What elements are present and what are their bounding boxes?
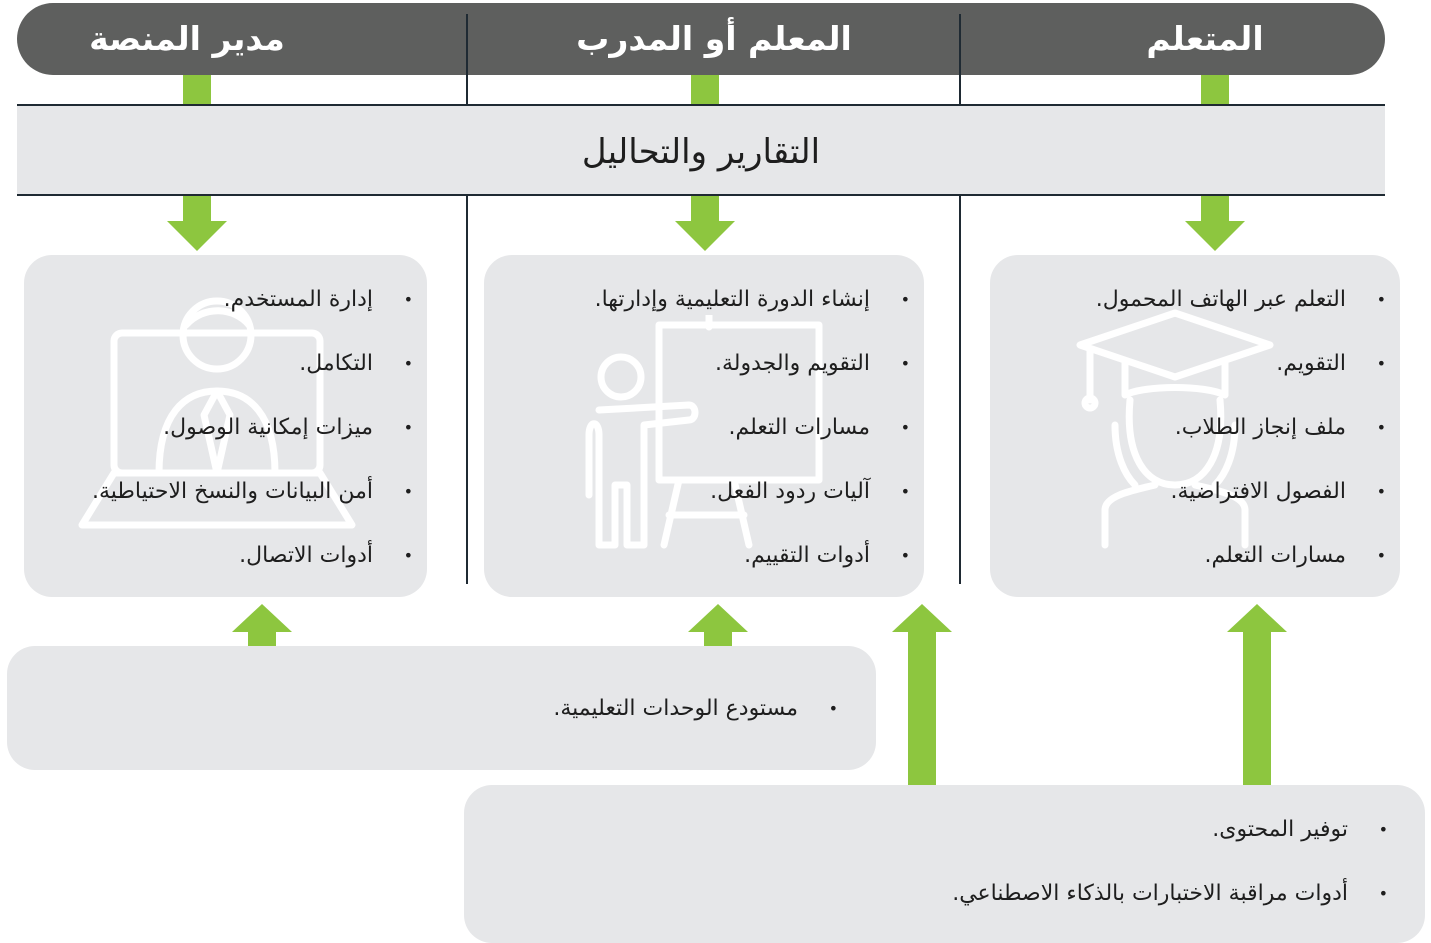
arrow-down-admin-shaft	[183, 196, 211, 222]
list-item: مسارات التعلم.	[500, 413, 912, 477]
teacher-feature-list: إنشاء الدورة التعليمية وإدارتها. التقويم…	[500, 285, 912, 605]
arrow-down-teacher	[675, 221, 735, 251]
reports-band	[17, 104, 1385, 196]
arrow-up-content-learner-shaft	[1243, 631, 1271, 790]
arrow-down-learner-shaft	[1201, 196, 1229, 222]
arrow-up-content-teacher-shaft	[908, 631, 936, 790]
list-item: ميزات إمكانية الوصول.	[60, 413, 415, 477]
reports-title: التقارير والتحاليل	[581, 132, 821, 172]
arrow-up-teacher	[688, 604, 748, 632]
arrow-down-teacher-shaft	[691, 196, 719, 222]
admin-feature-list: إدارة المستخدم. التكامل. ميزات إمكانية ا…	[60, 285, 415, 605]
list-item: آليات ردود الفعل.	[500, 477, 912, 541]
arrow-up-content-learner	[1227, 604, 1287, 632]
arrow-up-content-teacher	[892, 604, 952, 632]
divider-line	[959, 14, 961, 106]
repository-feature-list: مستودع الوحدات التعليمية.	[420, 694, 840, 758]
list-item: أدوات مراقبة الاختبارات بالذكاء الاصطناع…	[820, 879, 1390, 943]
arrow-down-learner	[1185, 221, 1245, 251]
divider-line	[466, 196, 468, 584]
content-feature-list: توفير المحتوى. أدوات مراقبة الاختبارات ب…	[820, 815, 1390, 943]
list-item: إدارة المستخدم.	[60, 285, 415, 349]
list-item: مستودع الوحدات التعليمية.	[420, 694, 840, 758]
list-item: التقويم.	[1000, 349, 1388, 413]
role-title-admin: مدير المنصة	[89, 19, 285, 58]
connector-admin	[183, 75, 211, 104]
list-item: توفير المحتوى.	[820, 815, 1390, 879]
list-item: التقويم والجدولة.	[500, 349, 912, 413]
list-item: الفصول الافتراضية.	[1000, 477, 1388, 541]
connector-learner	[1201, 75, 1229, 104]
list-item: ملف إنجاز الطلاب.	[1000, 413, 1388, 477]
list-item: التعلم عبر الهاتف المحمول.	[1000, 285, 1388, 349]
list-item: أمن البيانات والنسخ الاحتياطية.	[60, 477, 415, 541]
divider-line	[466, 14, 468, 106]
list-item: أدوات الاتصال.	[60, 541, 415, 605]
divider-line	[959, 196, 961, 584]
list-item: إنشاء الدورة التعليمية وإدارتها.	[500, 285, 912, 349]
list-item: أدوات التقييم.	[500, 541, 912, 605]
learner-feature-list: التعلم عبر الهاتف المحمول. التقويم. ملف …	[1000, 285, 1388, 605]
list-item: التكامل.	[60, 349, 415, 413]
roles-header-bar	[17, 3, 1385, 75]
arrow-up-admin	[232, 604, 292, 632]
arrow-up-teacher-shaft	[704, 631, 732, 646]
list-item: مسارات التعلم.	[1000, 541, 1388, 605]
connector-teacher	[691, 75, 719, 104]
role-title-learner: المتعلم	[1146, 19, 1264, 58]
arrow-up-admin-shaft	[248, 631, 276, 646]
role-title-teacher: المعلم أو المدرب	[576, 19, 852, 58]
arrow-down-admin	[167, 221, 227, 251]
